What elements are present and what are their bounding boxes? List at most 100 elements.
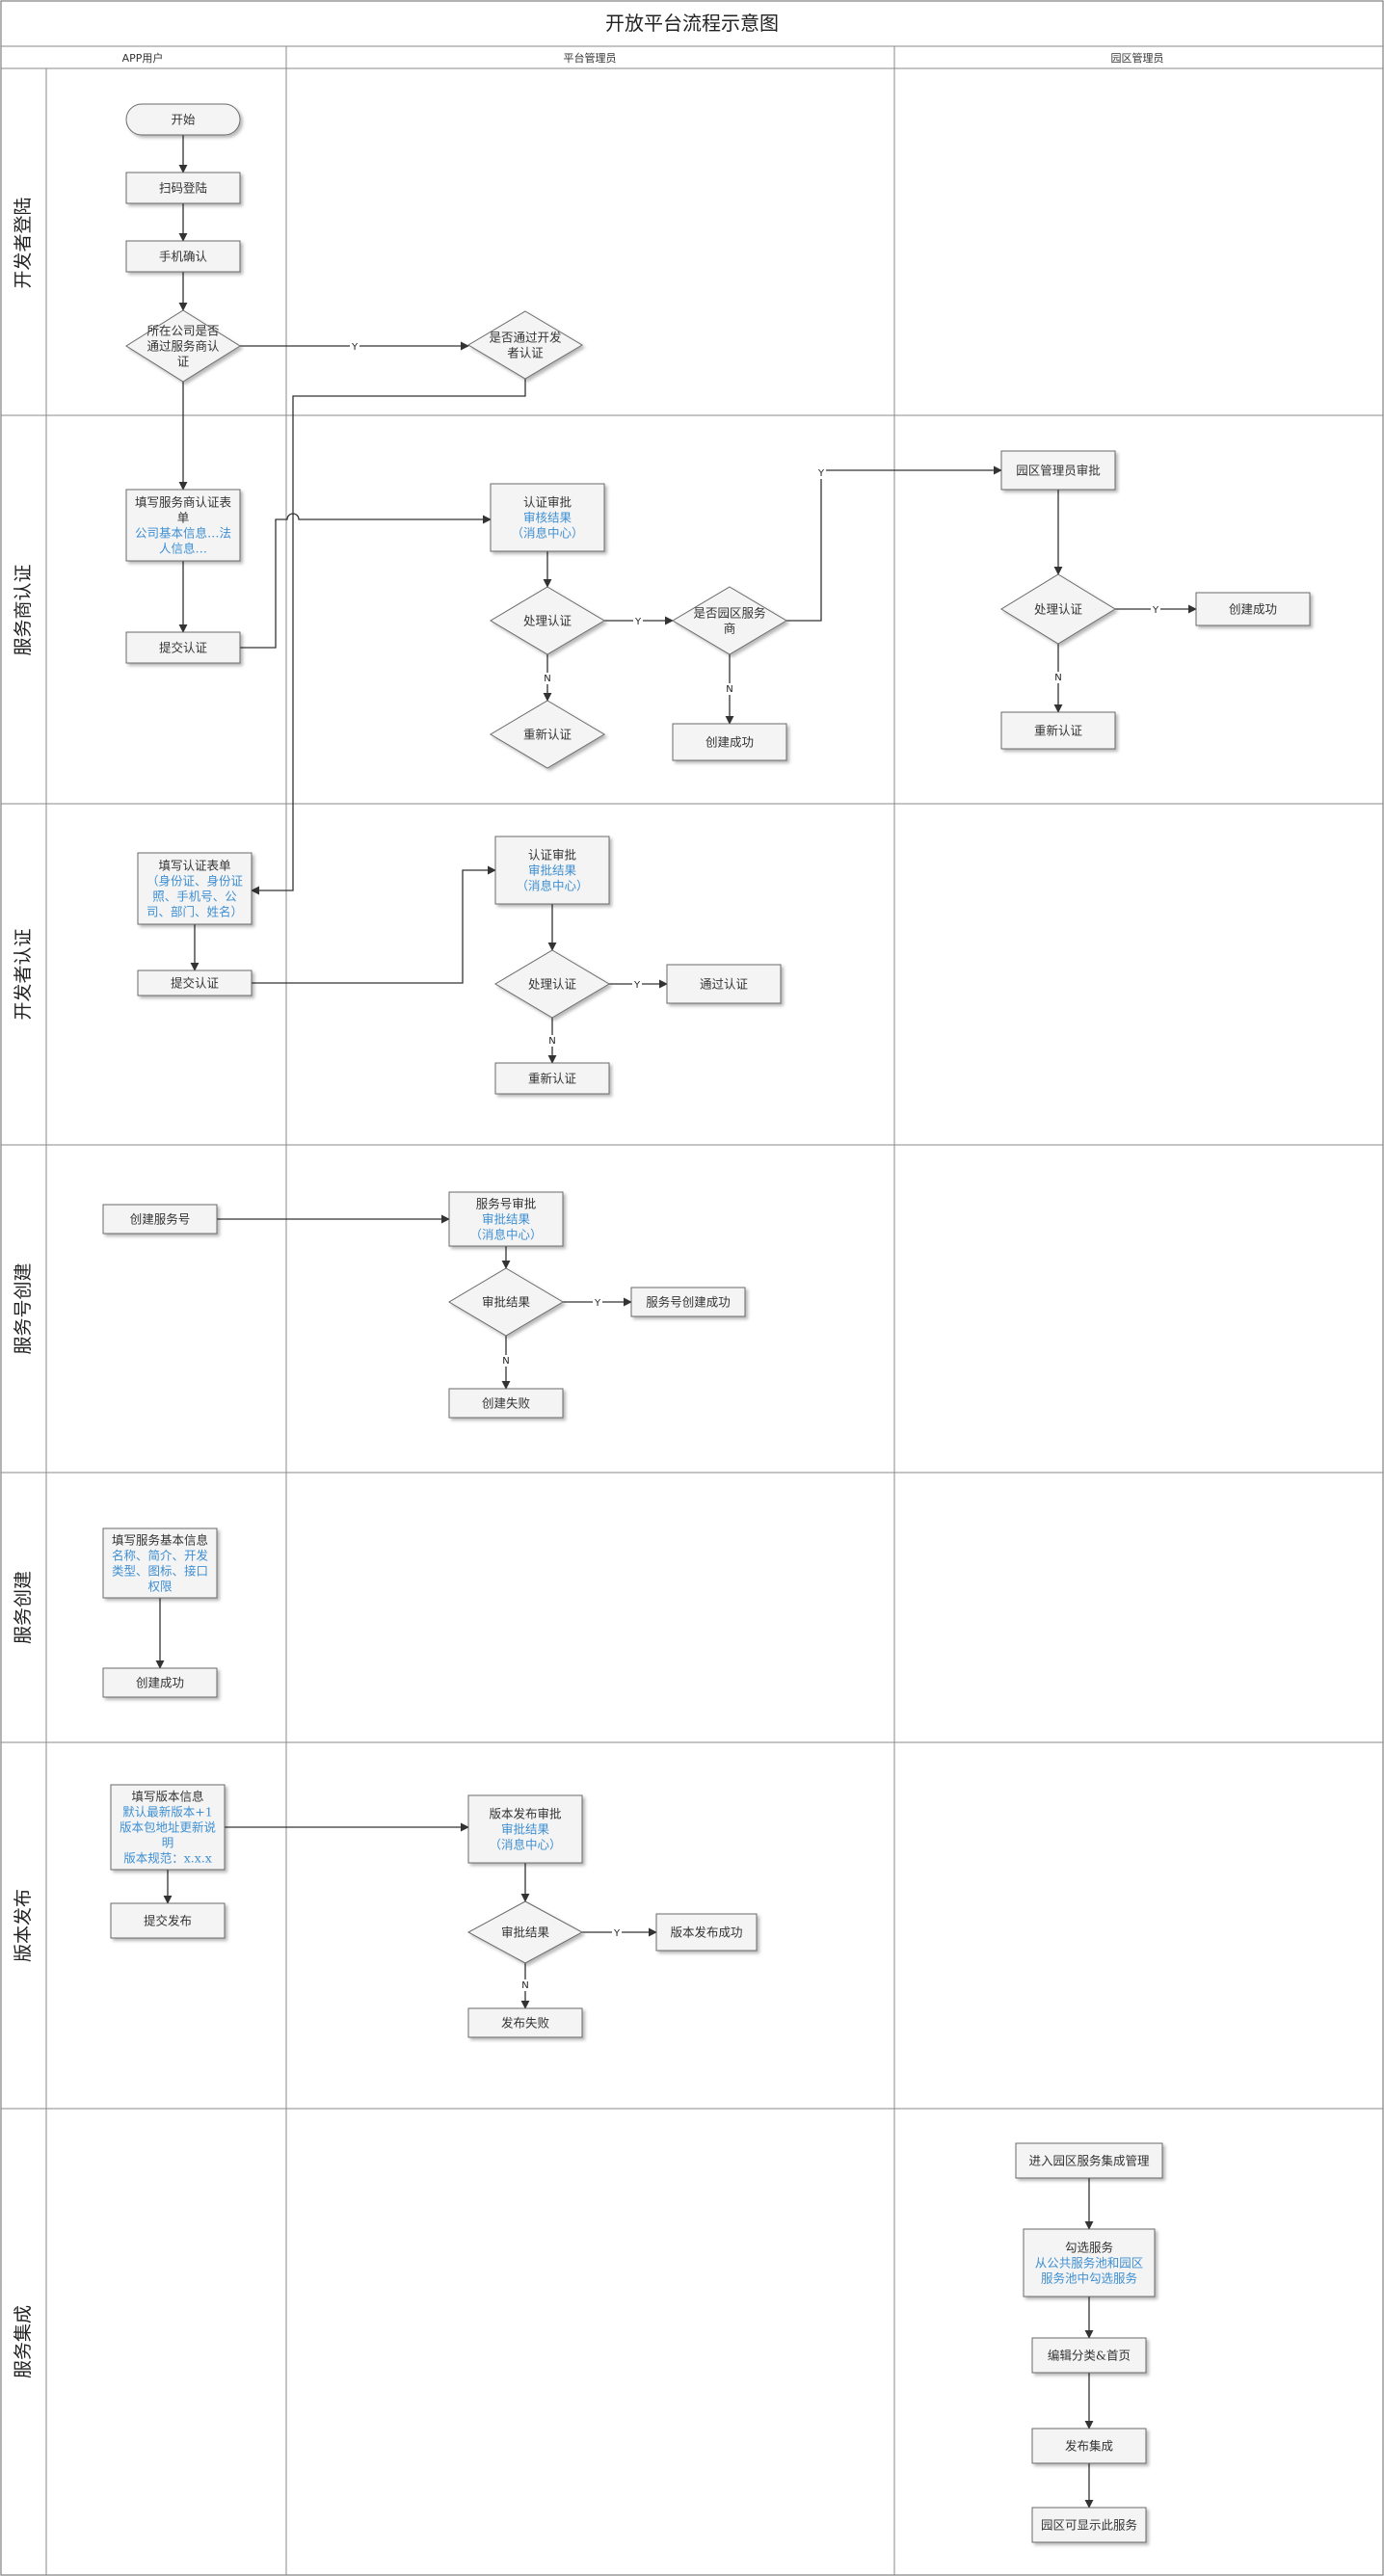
node-sa-success: 服务号创建成功	[630, 1287, 746, 1317]
node-park-retry-text-1: 重新认证	[1034, 724, 1083, 738]
node-park-show-box	[1031, 2507, 1147, 2543]
node-enter-park-mgmt-text-1: 进入园区服务集成管理	[1028, 2154, 1150, 2168]
node-submit-dev: 提交认证	[137, 969, 253, 996]
node-dev-process-text-1: 处理认证	[528, 977, 577, 992]
node-fill-service-box	[102, 1527, 218, 1599]
row-header-developer-auth: 开发者认证	[13, 928, 34, 1020]
node-fill-dev-form-text-1: 填写认证表单	[158, 859, 230, 873]
node-park-created: 创建成功	[1195, 592, 1311, 626]
node-dev-review-text-1: 认证审批	[528, 848, 576, 863]
node-dev-retry: 重新认证	[494, 1062, 610, 1095]
edge-park-check-no-to-created-label: N	[726, 684, 732, 695]
node-submit-vendor-box	[125, 631, 241, 664]
edge-release-result-yes-to-success-label: Y	[613, 1928, 621, 1939]
column-header-app-user: APP用户	[122, 51, 164, 65]
node-dev-process: 处理认证	[494, 949, 610, 1019]
node-vendor-created: 创建成功	[672, 723, 787, 761]
edge-dev-process-no-to-retry-label: N	[548, 1036, 555, 1047]
edge-sa-result-yes-to-success-label: Y	[594, 1298, 601, 1309]
row-header-developer-login: 开发者登陆	[13, 197, 34, 288]
edge-park-check-yes-to-park-review	[786, 465, 1002, 622]
node-release-result-shape	[466, 1900, 584, 1964]
node-dev-review-text-3: （消息中心）	[516, 879, 588, 893]
node-park-review-text-1: 园区管理员审批	[1016, 464, 1101, 478]
node-dev-pass-text-1: 通过认证	[700, 977, 749, 992]
node-dev-pass: 通过认证	[666, 964, 782, 1004]
node-fill-dev-form-text-4: 司、部门、姓名）	[146, 905, 243, 919]
node-dev-review-box	[494, 836, 610, 905]
node-release-review-text-3: （消息中心）	[489, 1838, 561, 1852]
node-fill-version-box	[110, 1784, 226, 1871]
node-park-process-text-1: 处理认证	[1034, 602, 1083, 617]
node-fill-vendor-form-text-1: 填写服务商认证表	[135, 495, 232, 510]
node-submit-release-text-1: 提交发布	[144, 1914, 192, 1928]
edge-park-process-no-to-retry-label: N	[1054, 673, 1061, 683]
node-park-show-text-1: 园区可显示此服务	[1041, 2518, 1137, 2533]
node-fill-vendor-form-box	[125, 489, 241, 562]
node-dev-check-shape	[467, 310, 583, 380]
edge-sa-result-yes-to-success-label-bg	[593, 1297, 602, 1309]
node-create-sa-text-1: 创建服务号	[130, 1212, 191, 1227]
node-submit-vendor-text-1: 提交认证	[159, 641, 208, 655]
edge-dev-process-yes-to-pass-label: Y	[633, 980, 641, 991]
node-fill-version-text-5: 版本规范：x.x.x	[123, 1851, 212, 1866]
node-phone-confirm-text-1: 手机确认	[159, 250, 208, 264]
node-park-review-box	[1000, 450, 1116, 491]
node-park-process: 处理认证	[1000, 573, 1116, 645]
node-fill-version-text-1: 填写版本信息	[131, 1790, 203, 1804]
node-sa-result-shape	[448, 1267, 564, 1337]
node-vendor-retry-shape	[490, 700, 605, 769]
node-release-result-text-1: 审批结果	[501, 1925, 550, 1940]
edge-park-check-no-to-created-label-bg	[725, 683, 734, 695]
edge-park-check-yes-to-park-review-label-bg	[816, 467, 826, 479]
node-fill-dev-form-box	[137, 852, 253, 925]
node-vendor-review-box	[490, 483, 605, 552]
node-company-check-shape	[125, 309, 241, 383]
node-edit-category-box	[1031, 2337, 1147, 2374]
edge-release-result-no-to-fail-label: N	[521, 1980, 528, 1991]
node-release-success: 版本发布成功	[655, 1913, 758, 1952]
node-sa-fail-text-1: 创建失败	[482, 1396, 531, 1411]
node-company-check-text-2: 通过服务商认	[146, 339, 220, 354]
node-publish-integration-text-1: 发布集成	[1065, 2439, 1113, 2454]
node-release-review-text-1: 版本发布审批	[489, 1807, 561, 1821]
edge-company-check-yes-to-dev-check-label-bg	[350, 341, 359, 353]
node-park-review: 园区管理员审批	[1000, 450, 1116, 491]
node-is-park-vendor-text-1: 是否园区服务	[693, 606, 765, 621]
node-park-retry: 重新认证	[1000, 711, 1116, 750]
edge-submit-to-vendor-review	[240, 513, 492, 649]
node-dev-check-text-2: 者认证	[507, 346, 544, 360]
node-vendor-review-text-1: 认证审批	[523, 495, 572, 510]
edge-vendor-process-yes-to-park-check-label: Y	[634, 617, 642, 627]
edge-release-result-no-to-fail-label-bg	[520, 1979, 530, 1991]
node-company-check-text-3: 证	[177, 355, 190, 369]
node-release-review-box	[467, 1794, 583, 1864]
row-header-version-release: 版本发布	[13, 1889, 34, 1962]
node-vendor-review-text-2: 审核结果	[523, 511, 572, 525]
node-fill-version-text-2: 默认最新版本+1	[122, 1805, 212, 1819]
node-select-services-text-3: 服务池中勾选服务	[1041, 2271, 1137, 2286]
node-select-services-text-1: 勾选服务	[1065, 2241, 1113, 2255]
node-service-created-box	[102, 1667, 218, 1698]
node-release-fail: 发布失败	[467, 2007, 583, 2038]
node-vendor-created-text-1: 创建成功	[705, 735, 754, 750]
node-fill-vendor-form-text-4: 人信息…	[159, 542, 207, 556]
node-service-created: 创建成功	[102, 1667, 218, 1698]
node-is-park-vendor-shape	[672, 586, 787, 655]
node-phone-confirm: 手机确认	[125, 240, 241, 273]
node-park-retry-box	[1000, 711, 1116, 750]
node-edit-category-text-1: 编辑分类&首页	[1048, 2349, 1131, 2363]
node-sa-success-text-1: 服务号创建成功	[646, 1295, 731, 1310]
edge-sa-result-no-to-fail-label: N	[502, 1356, 509, 1367]
node-is-park-vendor-text-2: 商	[724, 622, 736, 636]
row-header-vendor-auth: 服务商认证	[13, 564, 34, 655]
node-start: 开始	[125, 103, 241, 136]
node-fill-vendor-form-text-3: 公司基本信息…法	[135, 526, 231, 541]
